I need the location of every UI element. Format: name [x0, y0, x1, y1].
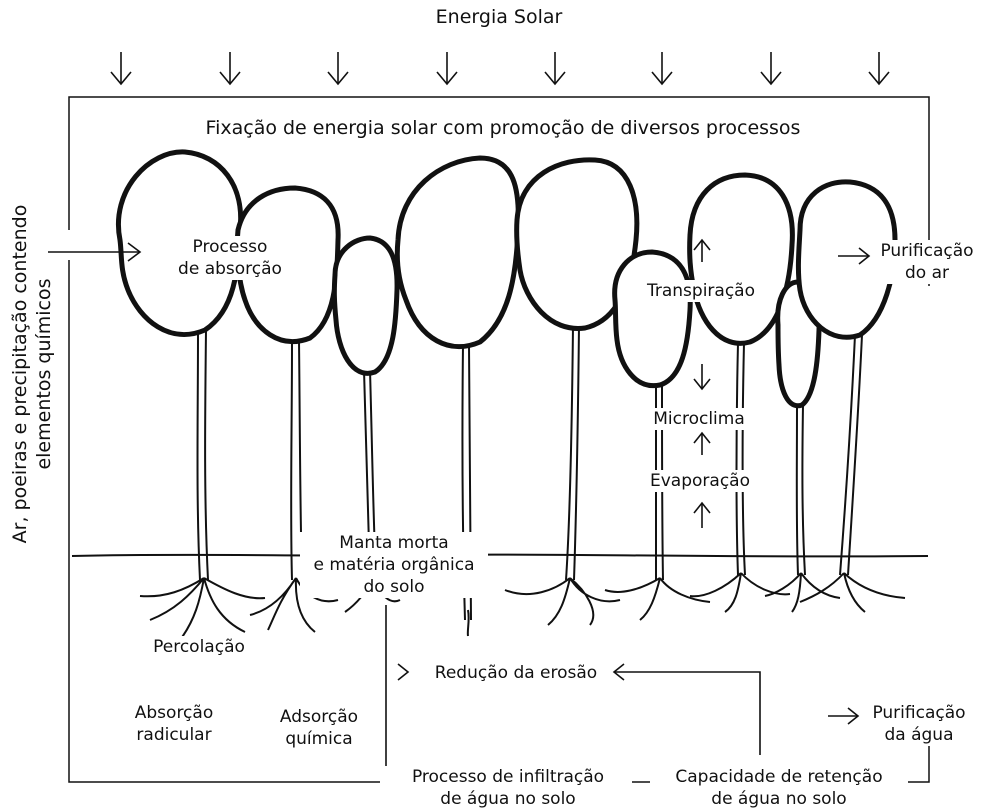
- roots: [140, 573, 905, 640]
- tree-icon: [615, 252, 691, 386]
- box-title: Fixação de energia solar com promoção de…: [80, 117, 926, 139]
- retention-label: Capacidade de retenção de água no solo: [650, 766, 908, 810]
- up-arrow-icon: [694, 433, 710, 455]
- down-arrow-icon: [652, 52, 672, 84]
- left-arrow-icon: [614, 664, 760, 755]
- transpiration-label: Transpiração: [632, 280, 770, 302]
- down-arrow-icon: [328, 52, 348, 84]
- down-arrow-icon: [761, 52, 781, 84]
- right-arrow-icon: [828, 708, 858, 724]
- water-purification-label: Purificação da água: [860, 702, 978, 746]
- sun-arrows: [111, 52, 889, 84]
- down-arrow-icon: [220, 52, 240, 84]
- percolation-label: Percolação: [135, 636, 263, 658]
- absorption-label: Processo de absorção: [166, 236, 294, 280]
- infiltration-label: Processo de infiltração de água no solo: [384, 766, 632, 810]
- microclimate-label: Microclima: [640, 408, 758, 430]
- evaporation-label: Evaporação: [636, 470, 764, 492]
- root-absorption-label: Absorção radicular: [110, 702, 238, 746]
- down-arrow-icon: [545, 52, 565, 84]
- up-arrow-icon: [694, 503, 710, 528]
- side-label: Ar, poeiras e precipitação contendo elem…: [8, 164, 56, 584]
- tree-icon: [397, 158, 518, 347]
- chem-adsorption-label: Adsorção química: [255, 706, 383, 750]
- down-arrow-icon: [869, 52, 889, 84]
- litter-label: Manta morta e matéria orgânica do solo: [300, 532, 488, 598]
- ground-line: [72, 555, 928, 557]
- right-arrow-icon: [386, 605, 408, 770]
- air-purification-label: Purificação do ar: [873, 240, 981, 284]
- erosion-label: Redução da erosão: [412, 662, 620, 684]
- tree-icon: [334, 238, 397, 373]
- down-arrow-icon: [437, 52, 457, 84]
- down-arrow-icon: [694, 364, 710, 389]
- down-arrow-icon: [111, 52, 131, 84]
